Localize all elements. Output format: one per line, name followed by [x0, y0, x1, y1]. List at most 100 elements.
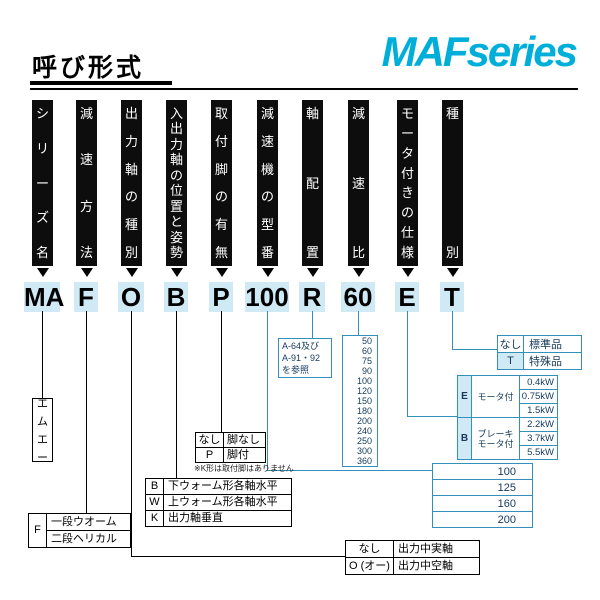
motor-spec-table: E モータ付 0.4kW 0.75kW 1.5kW B ブレーキ モータ付 2.… — [457, 375, 558, 460]
column-header-output-shaft-type: 出力軸の種別 — [121, 100, 142, 266]
down-arrow-icon — [257, 268, 278, 279]
down-arrow-icon — [401, 268, 414, 277]
column-header-product-type: 種別 — [442, 100, 463, 266]
table-value-cell: 上ウォーム形各軸水平 — [163, 494, 292, 511]
table-key-cell: T — [497, 352, 524, 370]
table-label-cell: ブレーキ モータ付 — [471, 417, 520, 460]
column-header-mounting-legs: 取付脚の有無 — [211, 100, 232, 266]
brand-logo: MAFseries — [381, 28, 578, 75]
down-arrow-icon — [32, 268, 53, 279]
ratio-value: 90 — [361, 366, 372, 376]
down-arrow-icon — [261, 268, 274, 277]
connector-line — [407, 416, 457, 417]
frame-size-cell: 125 — [432, 479, 533, 496]
column-header-motor-spec: モータ付きの仕様 — [397, 100, 418, 266]
table-key-cell: なし — [345, 540, 394, 558]
down-arrow-icon — [125, 268, 138, 277]
header-divider — [30, 88, 578, 90]
table-key-cell: なし — [497, 335, 524, 353]
series-name-box: エムエー — [32, 398, 53, 464]
title-underline — [30, 81, 172, 85]
table-value-cell: 出力中空軸 — [393, 557, 480, 575]
kw-value-cell: 3.7kW — [519, 431, 558, 446]
connector-line — [267, 470, 432, 471]
code-reduction-method: F — [74, 282, 98, 312]
down-arrow-icon — [170, 268, 183, 277]
connector-line — [452, 311, 453, 350]
table-key-cell: P — [195, 447, 224, 463]
shaft-position-table: B 下ウォーム形各軸水平 W 上ウォーム形各軸水平 K 出力軸垂直 — [145, 478, 292, 527]
code-motor-spec: E — [395, 282, 419, 312]
down-arrow-icon — [211, 268, 232, 279]
code-shaft-position: B — [164, 282, 188, 312]
kw-value-cell: 1.5kW — [519, 403, 558, 418]
table-key-cell: E — [457, 375, 472, 418]
frame-size-cell: 200 — [432, 511, 533, 528]
code-product-type: T — [440, 282, 464, 312]
down-arrow-icon — [76, 268, 97, 279]
output-shaft-type-table: なし 出力中実軸 O (オー) 出力中空軸 — [345, 540, 480, 575]
ratio-value: 50 — [361, 336, 372, 346]
table-key-cell: B — [457, 417, 472, 460]
down-arrow-icon — [36, 268, 49, 277]
table-label-cell: モータ付 — [471, 375, 520, 418]
down-arrow-icon — [166, 268, 187, 279]
column-header-frame-size: 減速機の型番 — [257, 100, 278, 266]
down-arrow-icon — [80, 268, 93, 277]
code-reduction-ratio: 60 — [341, 282, 375, 312]
shaft-arrangement-ref-box: A-64及び A-91・92 を参照 — [278, 338, 332, 378]
ratio-value: 180 — [356, 406, 372, 416]
frame-size-table: 100 125 160 200 — [432, 463, 533, 528]
table-value-cell: 出力軸垂直 — [163, 510, 292, 527]
down-arrow-icon — [352, 268, 365, 277]
table-key-cell: F — [28, 513, 47, 548]
down-arrow-icon — [306, 268, 319, 277]
column-header-reduction-method: 減速方法 — [76, 100, 97, 266]
down-arrow-icon — [446, 268, 459, 277]
connector-line — [176, 311, 177, 478]
kw-value-cell: 5.5kW — [519, 445, 558, 460]
kw-value-cell: 0.75kW — [519, 389, 558, 404]
reduction-ratio-list: 50 60 75 90 100 120 150 180 200 240 250 … — [342, 335, 378, 467]
table-value-cell: 出力中実軸 — [393, 540, 480, 558]
kw-value-cell: 2.2kW — [519, 417, 558, 432]
table-value-cell: 二段ヘリカル — [46, 530, 131, 548]
ratio-value: 75 — [361, 356, 372, 366]
table-key-cell: K — [145, 510, 164, 527]
table-key-cell: W — [145, 494, 164, 511]
table-value-cell: 脚付 — [223, 447, 266, 463]
mounting-legs-table: なし 脚なし P 脚付 — [195, 432, 266, 463]
ratio-value: 100 — [356, 376, 372, 386]
down-arrow-icon — [442, 268, 463, 279]
ratio-value: 360 — [356, 456, 372, 466]
down-arrow-icon — [215, 268, 228, 277]
code-shaft-arrangement: R — [299, 282, 325, 312]
page-title: 呼び形式 — [32, 54, 145, 82]
connector-line — [452, 349, 497, 350]
code-mounting-legs: P — [209, 282, 233, 312]
ratio-value: 240 — [356, 426, 372, 436]
connector-line — [267, 311, 268, 471]
mounting-legs-note: ※K形は取付脚はありません — [194, 464, 294, 473]
ratio-value: 250 — [356, 436, 372, 446]
kw-value-cell: 0.4kW — [519, 375, 558, 390]
column-header-shaft-position: 入出力軸の位置と姿勢 — [166, 100, 187, 266]
ratio-value: 60 — [361, 346, 372, 356]
table-value-cell: 標準品 — [523, 335, 582, 353]
down-arrow-icon — [302, 268, 323, 279]
connector-line — [86, 311, 87, 513]
code-series: MA — [24, 282, 65, 312]
down-arrow-icon — [348, 268, 369, 279]
ratio-value: 300 — [356, 446, 372, 456]
connector-line — [131, 311, 132, 557]
column-header-shaft-arrangement: 軸配置 — [302, 100, 323, 266]
connector-line — [358, 311, 359, 335]
table-key-cell: O (オー) — [345, 557, 394, 575]
ratio-value: 150 — [356, 396, 372, 406]
table-key-cell: なし — [195, 432, 224, 448]
ratio-value: 200 — [356, 416, 372, 426]
connector-line — [221, 311, 222, 432]
table-value-cell: 下ウォーム形各軸水平 — [163, 478, 292, 495]
connector-line — [312, 311, 313, 338]
ratio-value: 120 — [356, 386, 372, 396]
